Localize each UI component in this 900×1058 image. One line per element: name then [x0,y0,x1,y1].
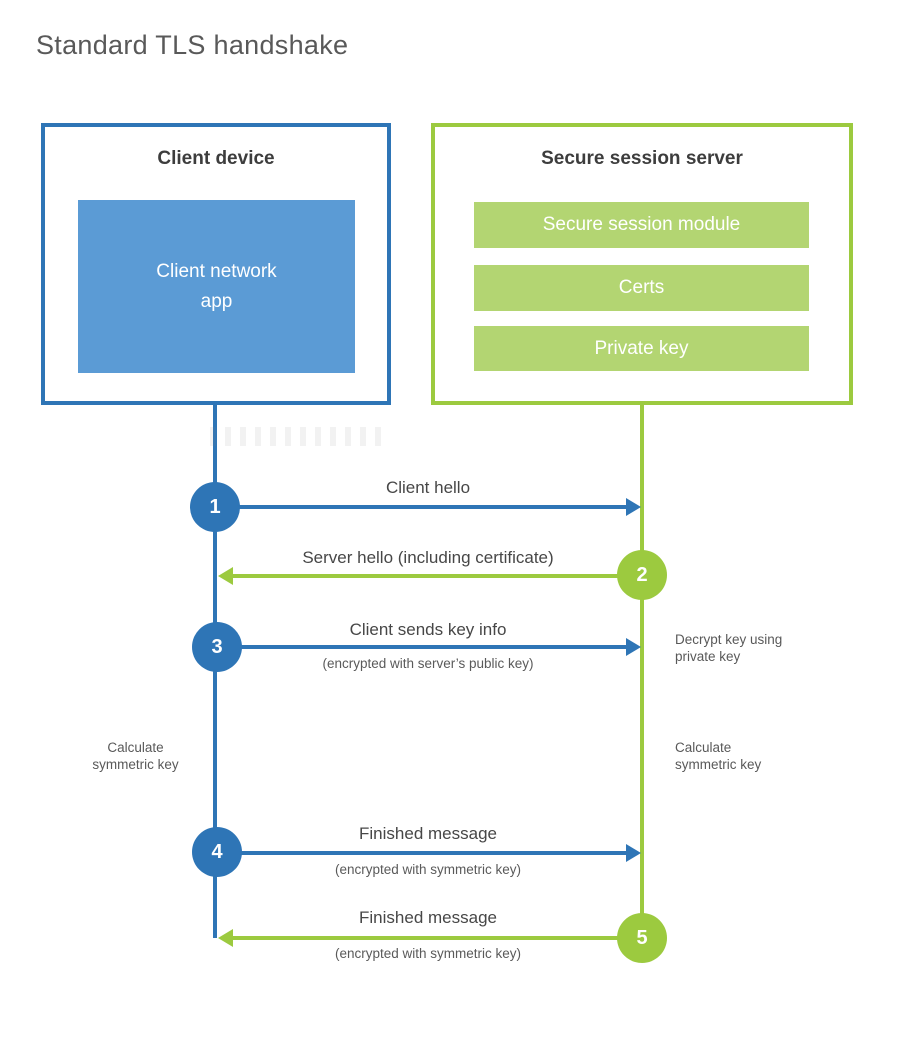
client-device-box: Client device Client network app [41,123,391,405]
message-label: Finished message [359,908,497,927]
page-title: Standard TLS handshake [36,30,349,60]
arrow-shaft [215,851,627,855]
server-module-bar: Secure session module [474,202,809,248]
step-circle-3: 3 [192,622,242,672]
client-device-title: Client device [157,148,275,169]
step-circle-2: 2 [617,550,667,600]
message-label: Client sends key info [349,620,507,639]
step-number: 2 [636,563,648,586]
message-label: Server hello (including certificate) [302,548,554,567]
arrow-right-icon [626,638,641,656]
note-decrypt-key: Decrypt key using private key [675,632,783,664]
arrow-shaft [215,645,627,649]
server-module-bar: Certs [474,265,809,311]
arrow-left-icon [218,567,233,585]
secure-session-server-box: Secure session server Secure session mod… [431,123,853,405]
server-module-label: Certs [618,277,665,298]
note-calculate-symmetric-key-right: Calculate symmetric key [675,740,762,772]
faint-artifact [210,427,388,446]
client-network-app-box: Client network app [78,200,355,373]
server-module-bar: Private key [474,326,809,371]
step-number: 5 [636,926,648,949]
arrow-right-icon [626,498,641,516]
arrow-right-icon [626,844,641,862]
server-lifeline [640,405,644,940]
message-label: Finished message [359,824,497,843]
arrow-shaft [232,936,640,940]
step-number: 4 [211,840,223,863]
note-calculate-symmetric-key-left: Calculate symmetric key [92,740,179,772]
message-sublabel: (encrypted with server’s public key) [322,656,534,671]
message-label: Client hello [385,478,471,497]
message-sublabel: (encrypted with symmetric key) [334,862,522,877]
arrow-shaft [232,574,640,578]
server-title: Secure session server [541,148,743,169]
step-circle-4: 4 [192,827,242,877]
step-number: 1 [209,495,221,518]
step-circle-5: 5 [617,913,667,963]
message-sublabel: (encrypted with symmetric key) [334,946,522,961]
arrow-left-icon [218,929,233,947]
step-number: 3 [211,635,223,658]
server-module-label: Private key [594,337,689,359]
arrow-shaft [215,505,627,509]
server-module-label: Secure session module [542,214,741,235]
client-app-label-line2: app [200,290,233,312]
client-app-label-line1: Client network [156,261,277,283]
step-circle-1: 1 [190,482,240,532]
